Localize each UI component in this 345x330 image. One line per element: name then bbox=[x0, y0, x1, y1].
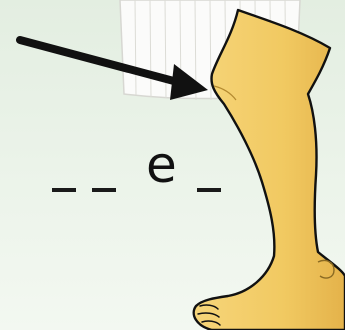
letter-blank-2 bbox=[92, 188, 116, 192]
letter-blank-1 bbox=[52, 188, 76, 192]
letter-blank-4 bbox=[197, 188, 221, 192]
word-puzzle: e bbox=[52, 140, 232, 210]
revealed-letter: e bbox=[146, 140, 177, 190]
